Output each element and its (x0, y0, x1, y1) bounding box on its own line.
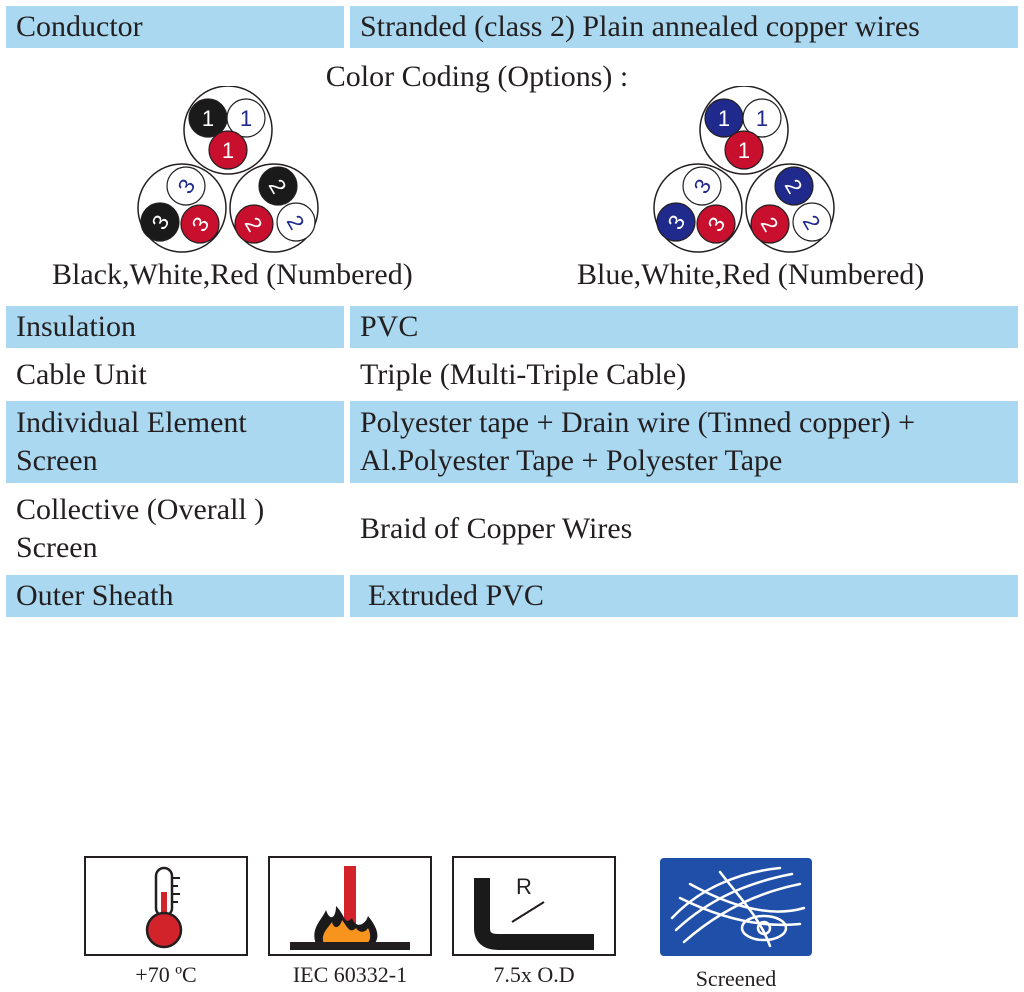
spec-label-line: Screen (16, 444, 98, 477)
cable-core: 1 (724, 130, 764, 170)
cable-core: 1 (704, 98, 744, 138)
cable-core: 1 (208, 130, 248, 170)
spec-value-line: Polyester tape + Drain wire (Tinned copp… (360, 406, 916, 439)
screened-icon (660, 858, 812, 956)
spec-row-collective-screen: Collective (Overall ) Screen Braid of Co… (6, 488, 1018, 570)
spec-label: Outer Sheath (6, 575, 344, 617)
cable-core: 3 (180, 204, 220, 244)
core-number: 1 (738, 138, 750, 163)
spec-label-line: Screen (16, 531, 98, 564)
bend-radius-icon-box: R (452, 856, 616, 956)
core-number: 1 (240, 106, 252, 131)
cable-core: 1 (188, 98, 228, 138)
spec-value: PVC (350, 306, 1018, 348)
spec-label: Individual Element Screen (6, 401, 344, 483)
spec-value: Braid of Copper Wires (360, 512, 633, 545)
spec-row-outer-sheath: Outer Sheath Extruded PVC (6, 575, 1018, 617)
spec-label-line: Individual Element (16, 406, 247, 439)
cable-core: 2 (750, 204, 790, 244)
icon-label: +70 ºC (135, 962, 197, 987)
icon-label: 7.5x O.D (493, 962, 575, 987)
spec-value: Triple (Multi-Triple Cable) (360, 358, 687, 391)
cable-core: 3 (140, 202, 180, 242)
cable-core: 3 (166, 166, 206, 206)
cable-core: 2 (258, 166, 298, 206)
flame-test-icon (290, 866, 410, 950)
thermometer-icon (145, 866, 183, 949)
spec-label: Cable Unit (16, 358, 147, 391)
cable-core: 3 (682, 166, 722, 206)
spec-label: Collective (Overall ) Screen (6, 488, 344, 570)
spec-label: Insulation (6, 306, 344, 348)
color-coding-title: Color Coding (Options) : (325, 60, 629, 93)
cable-core: 3 (656, 202, 696, 242)
spec-label: Conductor (6, 6, 344, 48)
spec-row-conductor: Conductor Stranded (class 2) Plain annea… (6, 6, 1018, 48)
cable-core: 3 (696, 204, 736, 244)
thermometer-icon-box (84, 856, 248, 956)
core-number: 1 (718, 106, 730, 131)
cable-core: 2 (774, 166, 814, 206)
core-number: 1 (756, 106, 768, 131)
cable-core: 2 (276, 202, 316, 242)
flame-test-icon-box (268, 856, 432, 956)
cable-core: 2 (234, 204, 274, 244)
spec-row-cable-unit: Cable Unit Triple (Multi-Triple Cable) (6, 354, 1018, 396)
spec-value: Polyester tape + Drain wire (Tinned copp… (350, 401, 1018, 483)
cable-core: 1 (226, 98, 266, 138)
radius-glyph: R (516, 874, 532, 899)
color-coding-caption: Black,White,Red (Numbered) (52, 258, 413, 291)
cable-core: 1 (742, 98, 782, 138)
spec-value: Stranded (class 2) Plain annealed copper… (350, 6, 1018, 48)
core-number: 1 (222, 138, 234, 163)
spec-label-line: Collective (Overall ) (16, 493, 265, 526)
bend-radius-icon: R (474, 874, 594, 950)
spec-value-line: Al.Polyester Tape + Polyester Tape (360, 444, 783, 477)
spec-row-insulation: Insulation PVC (6, 306, 1018, 348)
cable-core: 2 (792, 202, 832, 242)
core-number: 1 (202, 106, 214, 131)
icon-label: Screened (695, 966, 777, 991)
spec-row-individual-screen: Individual Element Screen Polyester tape… (6, 401, 1018, 483)
color-coding-caption: Blue,White,Red (Numbered) (577, 258, 925, 291)
spec-value: Extruded PVC (350, 575, 1018, 617)
icon-label: IEC 60332-1 (292, 962, 408, 987)
